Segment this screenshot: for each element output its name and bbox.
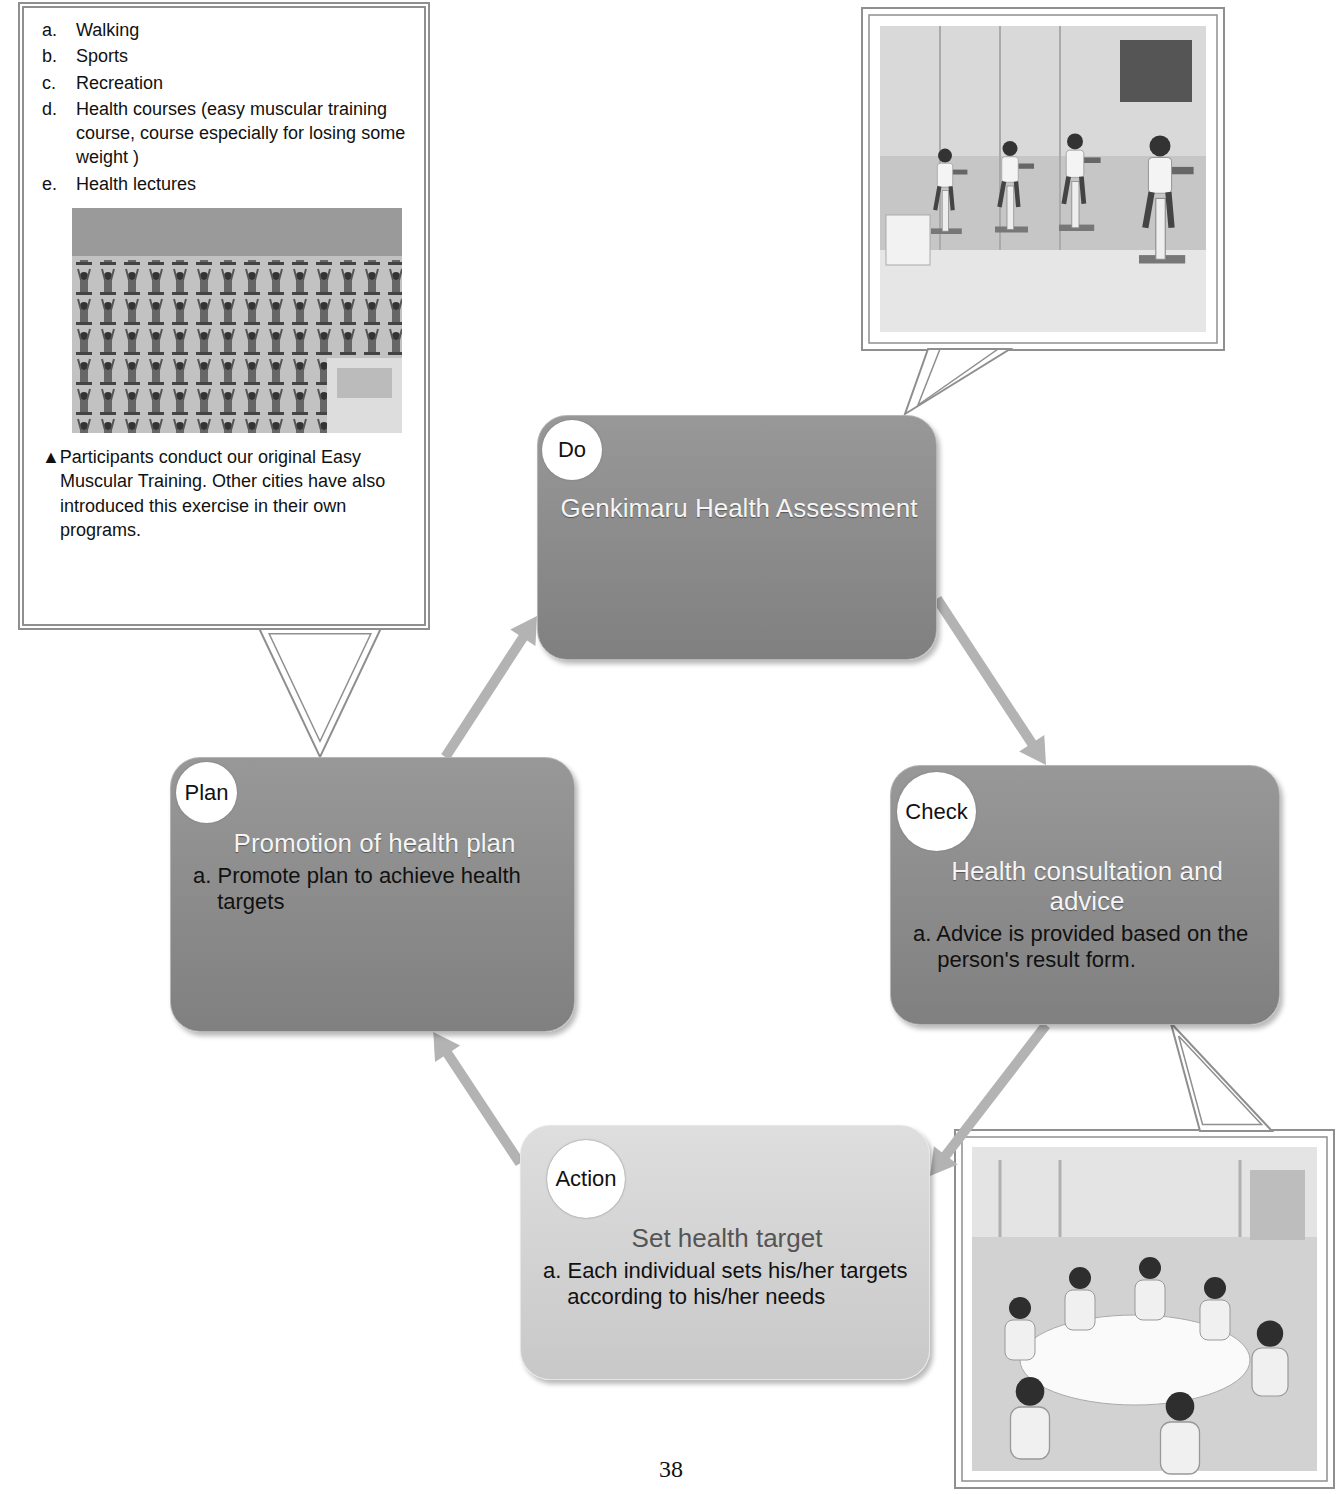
photo-consultation: [955, 1130, 1334, 1488]
phase-box: Health consultation and advicea. Advice …: [890, 765, 1280, 1025]
list-item: Health courses (easy muscular training c…: [76, 97, 406, 170]
arrow-head: [1019, 735, 1046, 765]
phase-label-circle: Plan: [176, 762, 237, 823]
phase-heading: Set health target: [543, 1224, 911, 1254]
cycle-arrow: [433, 1032, 520, 1163]
phase-heading: Health consultation and advice: [913, 857, 1261, 917]
callout-tail-outer: [258, 626, 382, 757]
phase-description: a. Promote plan to achieve health target…: [193, 863, 556, 916]
list-item: Health lectures: [76, 172, 406, 196]
arrow-shaft: [937, 599, 1034, 747]
list-item: Walking: [76, 18, 406, 42]
photo-caption: ▲Participants conduct our original Easy …: [42, 445, 406, 542]
photo-exercise-room: [862, 8, 1224, 350]
arrow-head: [510, 616, 537, 646]
callout-box: a.Walkingb.Sportsc.Recreationd.Health co…: [18, 2, 430, 630]
list-letter: d.: [42, 97, 76, 170]
list-letter: e.: [42, 172, 76, 196]
list-item: Recreation: [76, 71, 406, 95]
list-letter: b.: [42, 44, 76, 68]
page-number: 38: [0, 1456, 1342, 1483]
list-letter: c.: [42, 71, 76, 95]
callout-tail-outer: [1171, 1023, 1272, 1131]
list-letter: a.: [42, 18, 76, 42]
activity-list: a.Walkingb.Sportsc.Recreationd.Health co…: [42, 18, 406, 196]
cycle-arrow: [930, 1025, 1046, 1176]
callout-tail: [1171, 1023, 1272, 1131]
phase-description: a. Advice is provided based on the perso…: [913, 921, 1261, 974]
cycle-arrow: [445, 616, 537, 757]
phase-label: Check: [905, 799, 967, 825]
phase-box: Set health target a. Each individual sets…: [520, 1125, 930, 1380]
phase-label-circle: Check: [897, 772, 976, 851]
arrow-shaft: [445, 634, 525, 757]
callout-tail: [258, 626, 382, 757]
phase-label: Do: [558, 437, 586, 463]
photo-training-hall: [72, 208, 402, 433]
arrow-head: [930, 1146, 958, 1176]
callout-tail: [905, 349, 1010, 414]
callout-tail-inner: [1179, 1036, 1262, 1125]
phase-description: a. Each individual sets his/her targets …: [543, 1258, 911, 1311]
arrow-shaft: [943, 1025, 1046, 1159]
phase-heading: Promotion of health plan: [193, 829, 556, 859]
phase-box: Promotion of health plan a. Promote plan …: [170, 757, 575, 1032]
arrow-head: [433, 1032, 460, 1062]
phase-heading: Genkimaru Health Assessment: [560, 494, 918, 524]
phase-box: Genkimaru Health Assessment Do: [537, 415, 937, 660]
arrow-shaft: [445, 1050, 520, 1163]
list-item: Sports: [76, 44, 406, 68]
phase-label-circle: Action: [547, 1140, 625, 1218]
phase-label: Plan: [184, 780, 228, 806]
cycle-arrow: [937, 599, 1046, 765]
callout-tail-inner: [269, 634, 371, 741]
phase-label: Action: [555, 1166, 616, 1192]
phase-label-circle: Do: [542, 420, 602, 480]
